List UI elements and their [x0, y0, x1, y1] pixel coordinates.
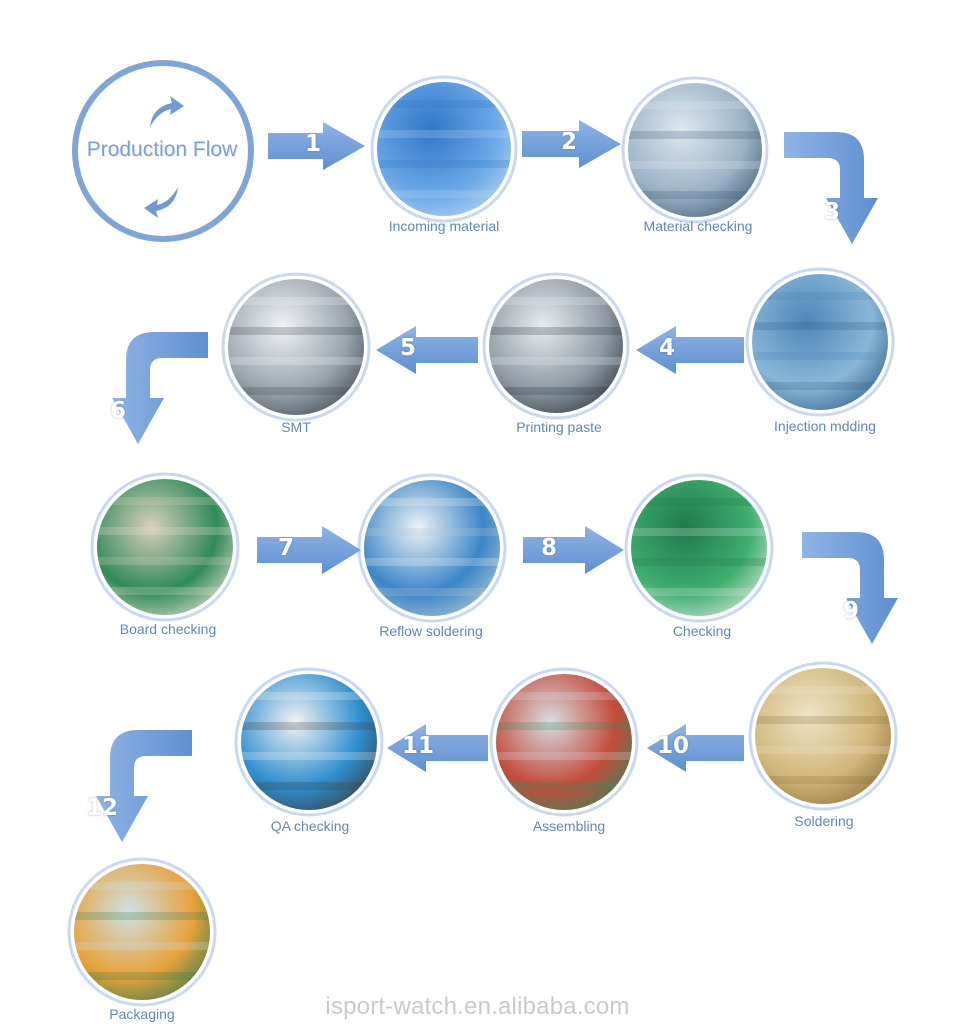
- step-number-6: 6: [109, 398, 126, 424]
- flow-arrows: [96, 120, 898, 842]
- arrow-8: [523, 526, 624, 574]
- arrow-10: [647, 724, 744, 772]
- board-inspection-icon: [90, 472, 240, 622]
- step-number-1: 1: [304, 131, 321, 157]
- step-number-12: 12: [85, 795, 118, 821]
- qa-desk-icon: [234, 667, 384, 817]
- step-number-4: 4: [658, 335, 675, 361]
- hub-circle: [72, 60, 254, 242]
- arrow-5: [376, 326, 478, 374]
- arrow-1: [268, 122, 365, 170]
- arrow-4: [636, 326, 744, 374]
- injection-machine-icon: [745, 267, 895, 417]
- step-label-4: Printing paste: [516, 419, 602, 435]
- arrow-3: [784, 132, 878, 244]
- step-number-3: 3: [823, 199, 840, 225]
- step-label-5: SMT: [281, 419, 311, 435]
- arrow-2: [522, 120, 621, 168]
- arrow-9: [802, 532, 898, 644]
- pcb-board-icon: [624, 473, 774, 623]
- inspection-hands-icon: [621, 76, 769, 224]
- assembly-line-icon: [489, 667, 639, 817]
- warehouse-shelves-icon: [370, 75, 518, 223]
- step-label-6: Board checking: [119, 621, 217, 637]
- paste-printer-icon: [482, 272, 630, 420]
- arrow-ccw-icon: [144, 187, 178, 218]
- step-label-9: Soldering: [794, 813, 854, 829]
- step-label-12: Packaging: [109, 1006, 175, 1022]
- smt-machine-icon: [221, 272, 371, 422]
- step-label-8: Checking: [672, 623, 732, 639]
- step-label-7: Reflow soldering: [379, 623, 483, 639]
- step-number-8: 8: [540, 535, 557, 561]
- step-number-5: 5: [399, 335, 416, 361]
- step-label-11: QA checking: [270, 818, 350, 834]
- step-number-9: 9: [842, 598, 859, 624]
- step-number-2: 2: [560, 129, 577, 155]
- hub-title: Production Flow: [86, 138, 238, 161]
- step-label-2: Material checking: [643, 218, 753, 234]
- step-photos: [67, 75, 898, 1007]
- arrow-11: [387, 724, 488, 772]
- soldering-icon: [748, 661, 898, 811]
- arrow-cw-icon: [150, 96, 184, 127]
- step-label-3: Injection mdding: [774, 418, 876, 434]
- arrow-6: [112, 332, 208, 444]
- step-number-10: 10: [656, 733, 689, 759]
- step-number-7: 7: [277, 535, 294, 561]
- reflow-oven-icon: [357, 473, 507, 623]
- arrow-7: [257, 526, 361, 574]
- arrow-12: [96, 730, 192, 842]
- step-label-1: Incoming material: [388, 218, 500, 234]
- watermark: isport-watch.en.alibaba.com: [325, 993, 630, 1020]
- packaging-workers-icon: [67, 857, 217, 1007]
- step-label-10: Assembling: [532, 818, 606, 834]
- step-number-11: 11: [401, 733, 434, 759]
